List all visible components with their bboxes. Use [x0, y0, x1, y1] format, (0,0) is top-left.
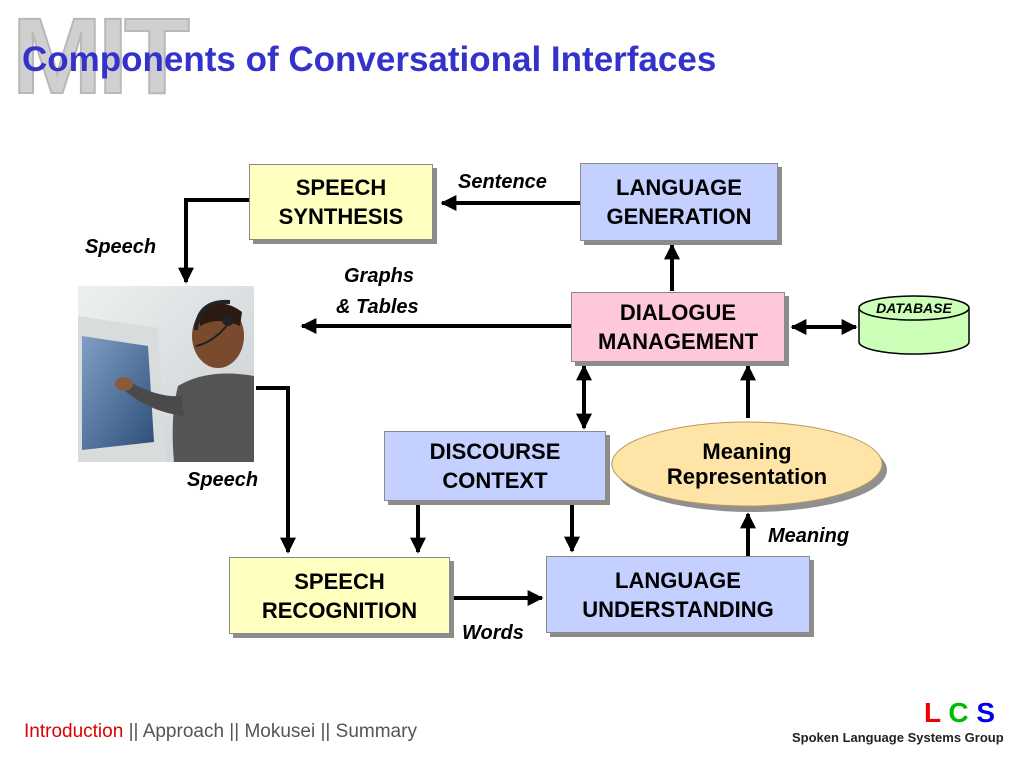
label-speech-top: Speech	[85, 236, 157, 258]
label-sentence: Sentence	[458, 171, 547, 193]
mit-logo: MIT	[11, 0, 191, 116]
label-speech-bottom: Speech	[187, 469, 259, 491]
language-generation-box: LANGUAGE GENERATION	[580, 163, 778, 241]
page-title: Components of Conversational Interfaces	[22, 40, 717, 79]
nav-summary[interactable]: Summary	[335, 721, 417, 742]
lcs-letter-l: L	[924, 697, 941, 728]
nav-introduction[interactable]: Introduction	[24, 721, 124, 742]
label-graphs: Graphs	[344, 265, 415, 287]
nav-separator: ||	[315, 721, 336, 742]
discourse-context-box: DISCOURSE CONTEXT	[384, 431, 606, 501]
arrow-speech-out	[178, 198, 249, 284]
speech-synthesis-box: SPEECH SYNTHESIS	[249, 164, 433, 240]
nav-mokusei[interactable]: Mokusei	[244, 721, 316, 742]
meaning-representation-ellipse	[611, 421, 887, 512]
arrow-speech-in	[256, 386, 296, 554]
meaning-representation-label: Meaning Representation	[666, 439, 828, 489]
person-at-computer-image	[78, 286, 254, 462]
label-tables: & Tables	[336, 296, 419, 318]
nav-separator: ||	[224, 721, 245, 742]
label-meaning: Meaning	[768, 525, 850, 547]
database-icon	[858, 295, 970, 355]
database-label: DATABASE	[876, 300, 952, 316]
dialogue-management-box: DIALOGUE MANAGEMENT	[571, 292, 785, 362]
footer-nav: Introduction || Approach || Mokusei || S…	[24, 721, 417, 743]
language-understanding-box: LANGUAGE UNDERSTANDING	[546, 556, 810, 633]
nav-separator: ||	[123, 721, 143, 742]
nav-approach[interactable]: Approach	[142, 721, 225, 742]
lcs-letter-s: S	[976, 697, 996, 728]
lcs-subtitle: Spoken Language Systems Group	[792, 730, 1004, 745]
lcs-letter-c: C	[948, 697, 969, 728]
label-words: Words	[462, 622, 524, 644]
speech-recognition-box: SPEECH RECOGNITION	[229, 557, 450, 634]
lcs-logo: L C S	[924, 697, 995, 729]
